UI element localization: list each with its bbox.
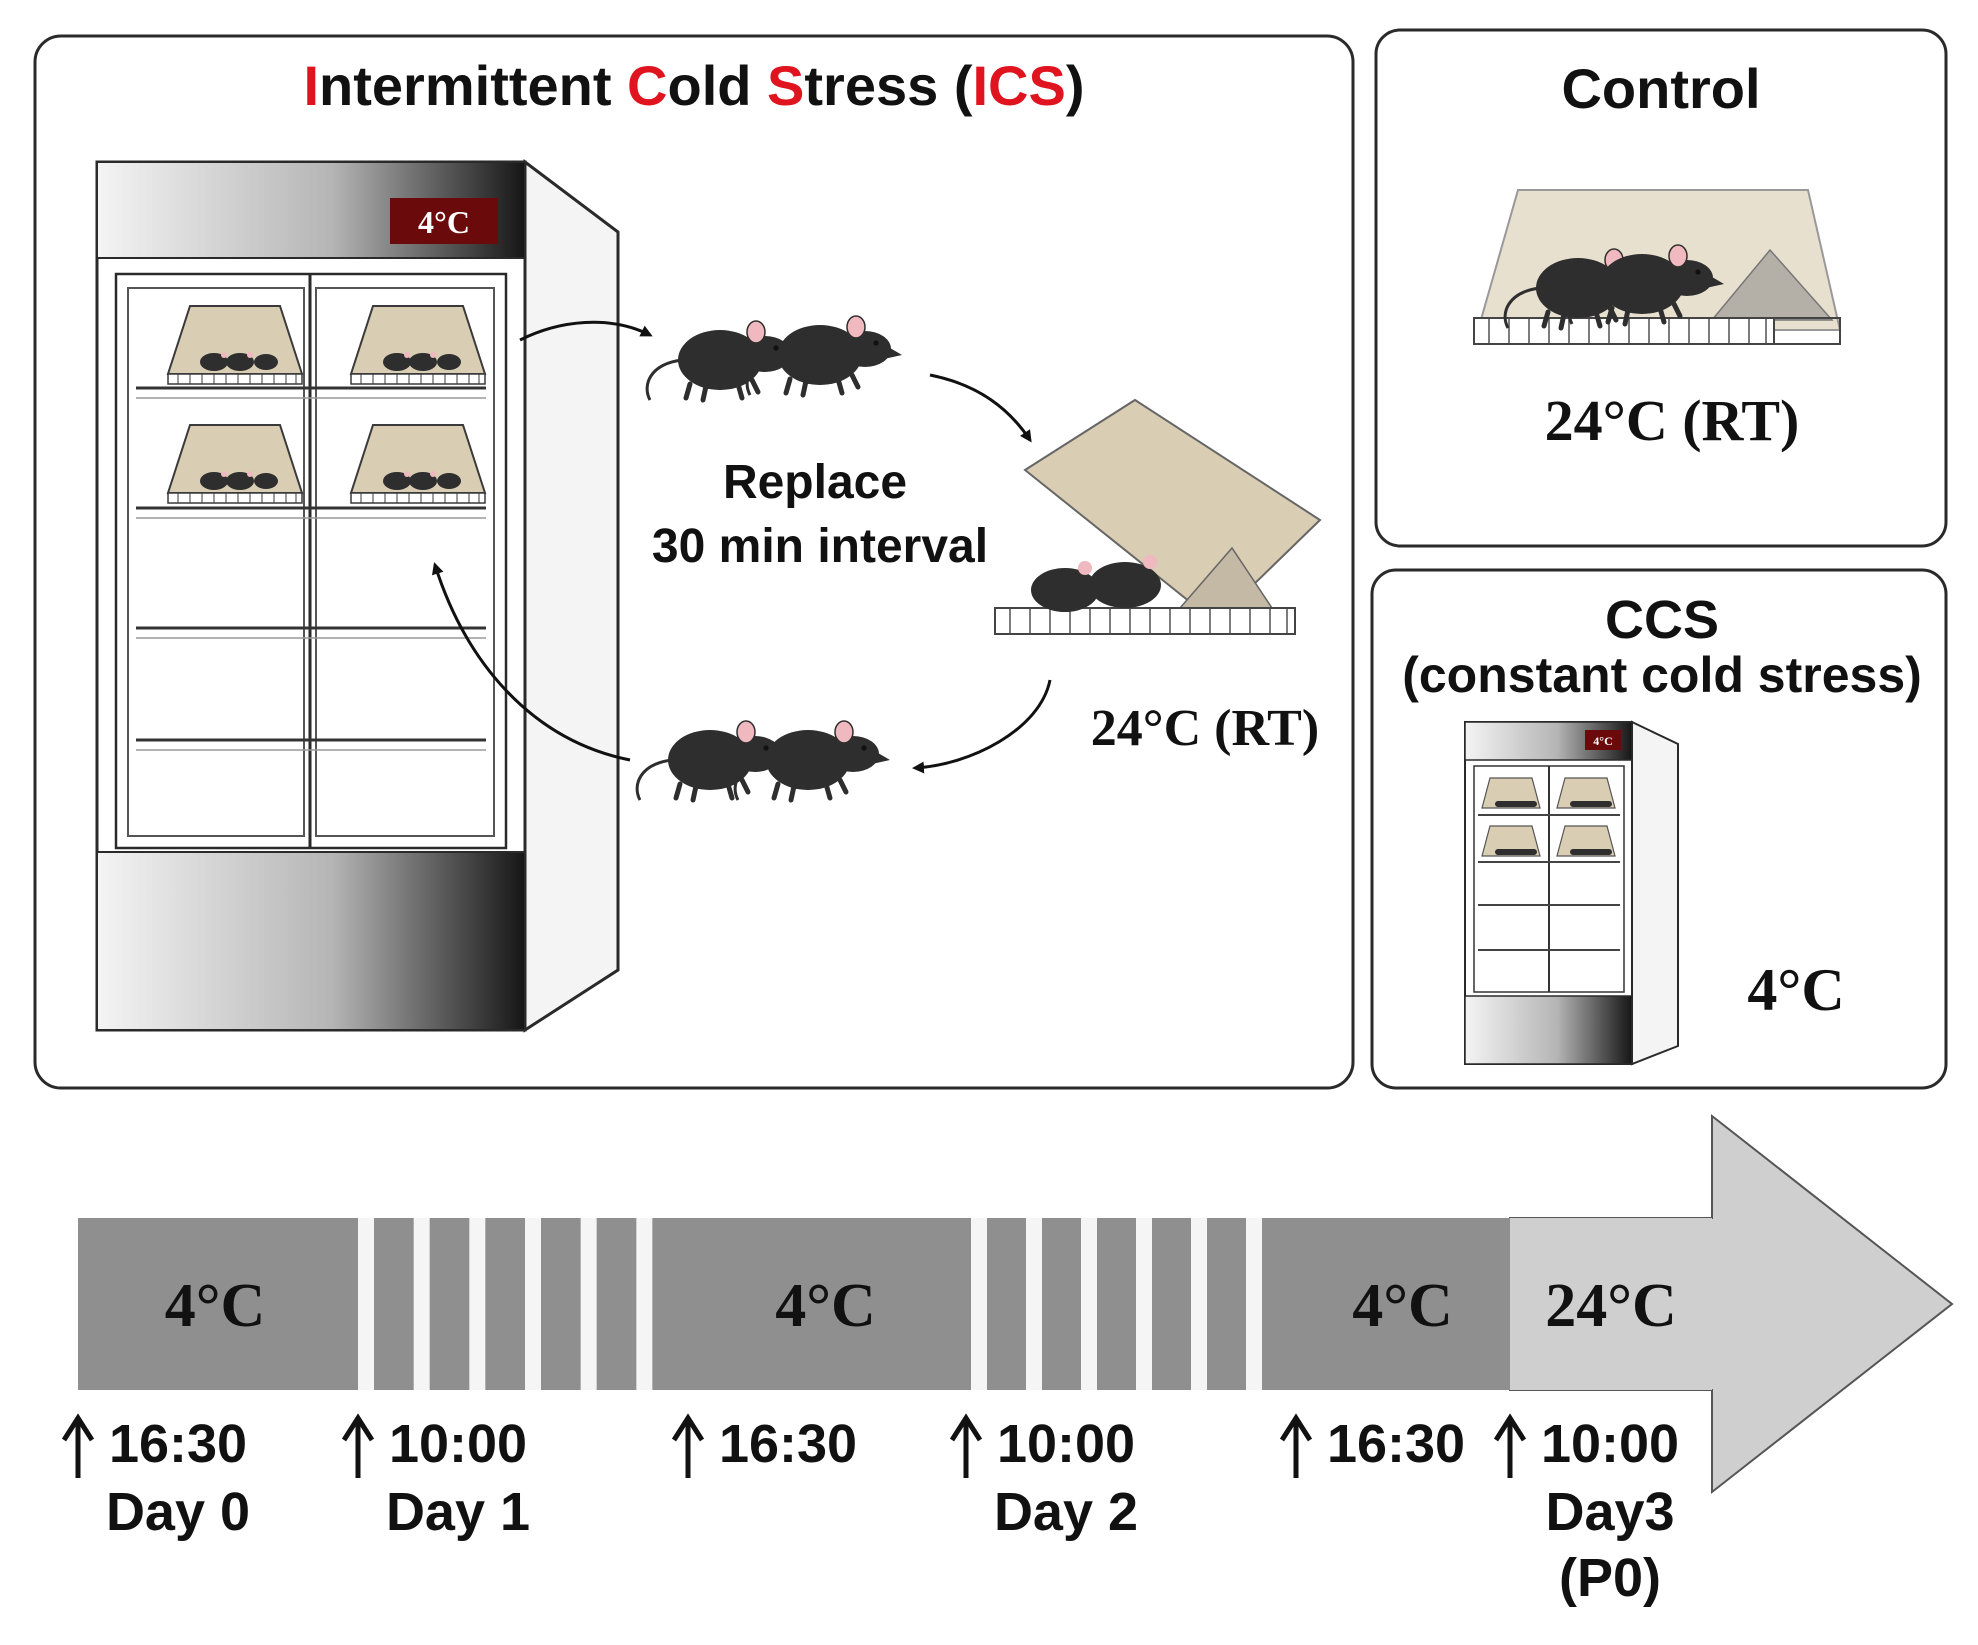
ccs-subtitle: (constant cold stress) (1402, 647, 1922, 703)
rt-cage-icon (994, 398, 1322, 635)
timeline-day-note: (P0) (1559, 1548, 1661, 1608)
timeline-segment-intermittent (352, 1218, 686, 1390)
timeline-time-label: 16:30 (719, 1414, 857, 1474)
up-arrow-icon (1493, 1413, 1527, 1478)
timeline-segment-intermittent (965, 1218, 1295, 1390)
timeline-time-label: 16:30 (109, 1414, 247, 1474)
timeline-stripe (1136, 1218, 1152, 1390)
timeline-stripe (1026, 1218, 1042, 1390)
timeline-marker: 16:30 (671, 1413, 857, 1478)
timeline-stripe (1081, 1218, 1097, 1390)
up-arrow-icon (671, 1413, 705, 1478)
timeline-time-label: 10:00 (389, 1414, 527, 1474)
timeline-day-label: Day 1 (386, 1482, 530, 1542)
timeline-day-label: Day 0 (106, 1482, 250, 1542)
control-temp-label: 24°C (RT) (1545, 388, 1800, 453)
timeline-segment-label: 4°C (165, 1272, 266, 1340)
timeline-stripe (358, 1218, 374, 1390)
timeline-stripe (580, 1218, 597, 1390)
timeline-stripe (469, 1218, 486, 1390)
control-title: Control (1561, 57, 1760, 120)
timeline-segment-label: 4°C (1352, 1272, 1453, 1340)
fridge-temp-badge (390, 198, 498, 244)
ccs-panel: CCS (constant cold stress) 4°C 4°C (1370, 568, 1948, 1090)
timeline-segment-label: 4°C (775, 1272, 876, 1340)
small-fridge-temp-label: 4°C (1593, 734, 1612, 748)
timeline-time-label: 10:00 (1541, 1414, 1679, 1474)
timeline-day-label: Day3 (1545, 1482, 1674, 1542)
timeline-segment-rt: 24°C (1510, 1218, 1712, 1390)
timeline-segment-cold: 4°C (1295, 1218, 1510, 1390)
timeline-segment-cold: 4°C (686, 1218, 965, 1390)
transfer-arrow-to-cage (929, 373, 1032, 443)
ics-panel: Intermittent Cold Stress (ICS) 4°C (33, 34, 1355, 1090)
timeline-stripe (1246, 1218, 1262, 1390)
control-panel: Control 24°C (RT) (1374, 28, 1948, 548)
interval-label: 30 min interval (652, 520, 988, 573)
timeline-day-label: Day 2 (994, 1482, 1138, 1542)
timeline-segment-cold: 4°C (78, 1218, 352, 1390)
transfer-arrow-from-cage (912, 679, 1052, 774)
up-arrow-icon (949, 1413, 983, 1478)
timeline-stripe (636, 1218, 653, 1390)
timeline-stripe (1191, 1218, 1207, 1390)
timeline-stripe (413, 1218, 430, 1390)
timeline-stripe (971, 1218, 987, 1390)
transfer-arrow-out (519, 320, 653, 342)
up-arrow-icon (1279, 1413, 1313, 1478)
control-cage-icon (1473, 189, 1842, 345)
replace-label: Replace (723, 456, 907, 509)
timeline-time-label: 16:30 (1327, 1414, 1465, 1474)
timeline-segment-label: 24°C (1545, 1272, 1677, 1340)
small-refrigerator-icon: 4°C (1464, 720, 1679, 1066)
ccs-temp-label: 4°C (1747, 957, 1844, 1023)
fridge-temp-label: 4°C (418, 204, 470, 240)
ics-title: Intermittent Cold Stress (ICS) (303, 54, 1084, 117)
timeline-time-label: 10:00 (997, 1414, 1135, 1474)
up-arrow-icon (61, 1413, 95, 1478)
timeline-marker: 16:30 (1279, 1413, 1465, 1478)
ccs-title: CCS (1605, 590, 1719, 650)
transfer-arrow-back (431, 562, 631, 762)
timeline-stripe (525, 1218, 541, 1390)
up-arrow-icon (341, 1413, 375, 1478)
refrigerator-icon: 4°C (95, 158, 620, 1033)
ics-rt-label: 24°C (RT) (1091, 700, 1319, 757)
